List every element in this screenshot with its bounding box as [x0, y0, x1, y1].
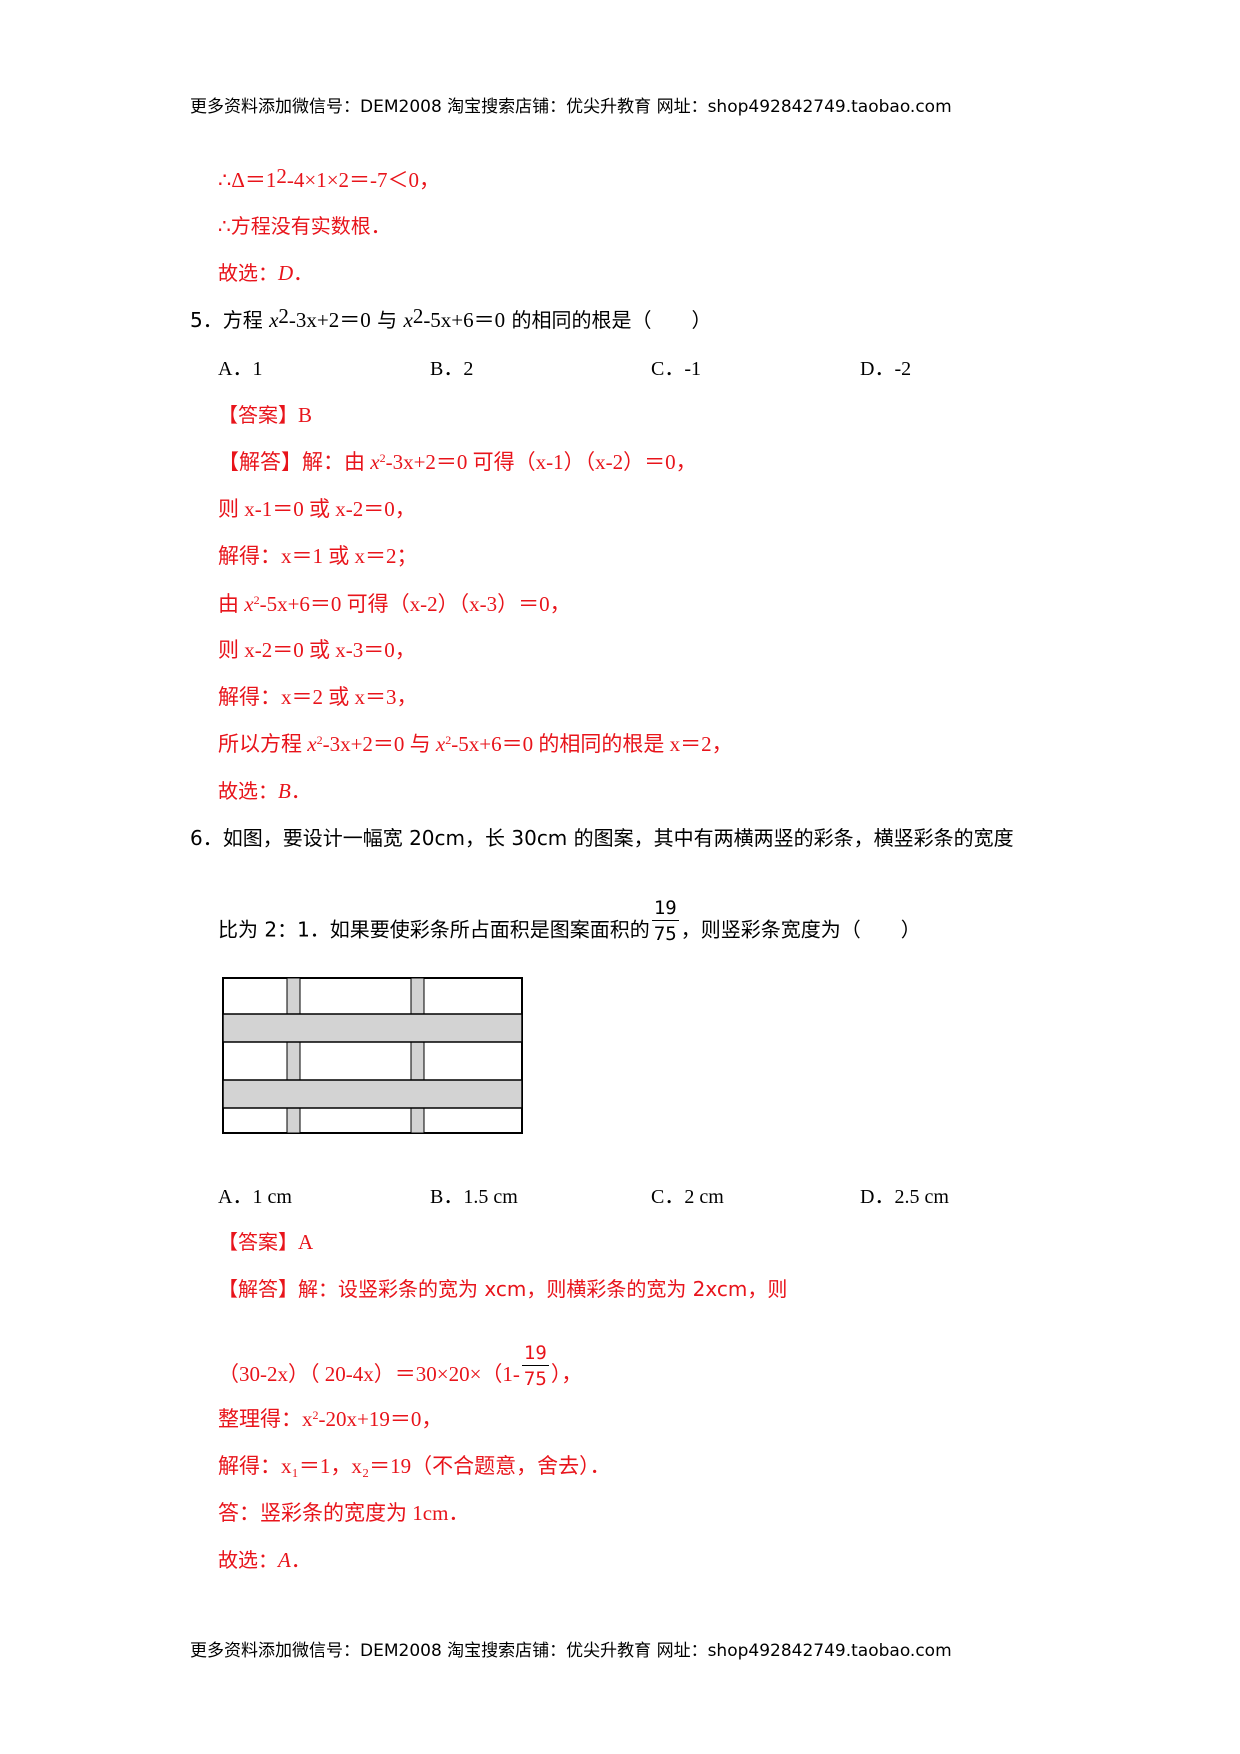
square: 2 [253, 593, 260, 607]
q5-answer: 【答案】B [218, 401, 312, 429]
q5-choose: 故选：B． [218, 777, 311, 805]
q5-number: 5．方程 [190, 308, 270, 332]
choose-value: D [278, 261, 294, 285]
eq1-rest: -3x+2＝0 [385, 450, 468, 474]
page-footer: 更多资料添加微信号：DEM2008 淘宝搜索店铺：优尖升教育 网址：shop49… [190, 1641, 952, 1661]
delta-sup: 2 [276, 164, 287, 188]
q5-option-a: A．1 [218, 358, 263, 380]
q5-solution-1: 【解答】解：由 x2-3x+2＝0 可得（x-1）（x-2）＝0， [218, 448, 697, 476]
q6-solution-3: 整理得：x2-20x+19＝0， [218, 1405, 442, 1433]
q5-stem: 5．方程 x2-3x+2＝0 与 x2-5x+6＝0 的相同的根是（ ） [190, 304, 712, 334]
choose-end: ． [290, 779, 311, 803]
s3-post: -20x+19＝0， [318, 1407, 443, 1431]
answer-label: 【答案】 [218, 1230, 298, 1254]
no-root-line: ∴方程没有实数根． [218, 214, 391, 238]
q5-option-b: B．2 [430, 358, 474, 380]
square: 2 [278, 304, 289, 328]
delta-post: -4×1×2＝-7＜0， [286, 168, 441, 192]
answer-value: A [298, 1230, 314, 1254]
s4-mid: 可得（x-2）（x-3）＝0， [341, 592, 571, 616]
q6-answer: 【答案】A [218, 1228, 313, 1256]
q6-solution-4: 解得：x₁＝1，x₂＝19（不合题意，舍去）． [218, 1454, 611, 1478]
q5-solution-3: 解得：x＝1 或 x＝2； [218, 544, 418, 568]
q5-solution-4: 由 x2-5x+6＝0 可得（x-2）（x-3）＝0， [218, 590, 571, 618]
and-word: 与 [370, 308, 404, 332]
q5-option-d: D．-2 [860, 358, 912, 380]
choose-end: ． [293, 261, 314, 285]
q5-solution-6: 解得：x＝2 或 x＝3， [218, 685, 418, 709]
var-x: x [244, 592, 254, 616]
q6-solution-1: 【解答】解：设竖彩条的宽为 xcm，则横彩条的宽为 2xcm，则 [218, 1277, 788, 1301]
choose-label: 故选： [218, 779, 278, 803]
var-x: x [269, 308, 279, 332]
eq2-rest: -5x+6＝0 [423, 308, 506, 332]
square: 2 [412, 304, 424, 328]
square: 2 [379, 451, 386, 465]
delta-pre: ∴Δ＝1 [218, 168, 277, 192]
choose-value: B [278, 779, 291, 803]
square: 2 [312, 1408, 319, 1422]
q5-option-c: C．-1 [651, 358, 701, 380]
square: 2 [316, 733, 323, 747]
s7-pre: 所以方程 [218, 732, 308, 756]
choose-label: 故选： [218, 261, 278, 285]
page-header: 更多资料添加微信号：DEM2008 淘宝搜索店铺：优尖升教育 网址：shop49… [190, 97, 952, 117]
choose-label: 故选： [218, 1548, 278, 1572]
q6-stem-line1: 6．如图，要设计一幅宽 20cm，长 30cm 的图案，其中有两横两竖的彩条，横… [190, 826, 1014, 850]
s1-mid: 可得（x-1）（x-2）＝0， [467, 450, 697, 474]
q6-solution-5: 答：竖彩条的宽度为 1cm． [218, 1501, 470, 1525]
q5-solution-5: 则 x-2＝0 或 x-3＝0， [218, 638, 416, 662]
var-x: x [403, 308, 413, 332]
q6-option-d: D．2.5 cm [860, 1186, 949, 1208]
answer-label: 【答案】 [218, 403, 298, 427]
figure-border [222, 977, 523, 1134]
eq1-rest: -3x+2＝0 [288, 308, 371, 332]
line2-post: ，则竖彩条宽度为（ ） [680, 917, 921, 942]
choose-value: A [278, 1548, 291, 1572]
q6-option-a: A．1 cm [218, 1186, 292, 1208]
and-word: 与 [404, 732, 436, 756]
answer-value: B [298, 403, 313, 427]
q5-tail: 的相同的根是（ ） [505, 308, 712, 332]
horizontal-stripe-1 [222, 1013, 523, 1043]
eq2-rest: -5x+6＝0 [451, 732, 534, 756]
s3-pre: 整理得：x [218, 1407, 313, 1431]
q6-option-c: C．2 cm [651, 1186, 724, 1208]
vertical-stripe-2 [410, 977, 425, 1134]
stripe-pattern-figure [222, 977, 523, 1134]
s2-post: ）， [550, 1361, 583, 1386]
fraction-denominator: 75 [523, 1368, 547, 1390]
solution-label: 【解答】解：由 [218, 450, 371, 474]
fraction-numerator: 19 [521, 1342, 549, 1366]
s2-pre: （30-2x）（ 20-4x）＝30×20×（1- [218, 1361, 520, 1386]
fraction-denominator: 75 [653, 923, 677, 945]
choose-end: ． [290, 1548, 311, 1572]
horizontal-stripe-2 [222, 1079, 523, 1109]
line2-pre: 比为 2：1．如果要使彩条所占面积是图案面积的 [218, 917, 650, 942]
var-x: x [307, 732, 317, 756]
var-x: x [435, 732, 446, 756]
fraction-numerator: 19 [651, 897, 679, 921]
delta-line: ∴Δ＝12-4×1×2＝-7＜0， [218, 164, 441, 194]
prev-choose-line: 故选：D． [218, 259, 313, 287]
square: 2 [445, 733, 452, 747]
eq1-rest: -3x+2＝0 [322, 732, 405, 756]
s4-pre: 由 [218, 592, 245, 616]
q5-solution-2: 则 x-1＝0 或 x-2＝0， [218, 497, 416, 521]
q6-choose: 故选：A． [218, 1546, 311, 1574]
s7-tail: 的相同的根是 x＝2， [533, 732, 733, 756]
var-x: x [370, 450, 380, 474]
q5-solution-7: 所以方程 x2-3x+2＝0 与 x2-5x+6＝0 的相同的根是 x＝2， [218, 730, 733, 758]
eq2-rest: -5x+6＝0 [259, 592, 342, 616]
q6-option-b: B．1.5 cm [430, 1186, 518, 1208]
vertical-stripe-1 [286, 977, 301, 1134]
